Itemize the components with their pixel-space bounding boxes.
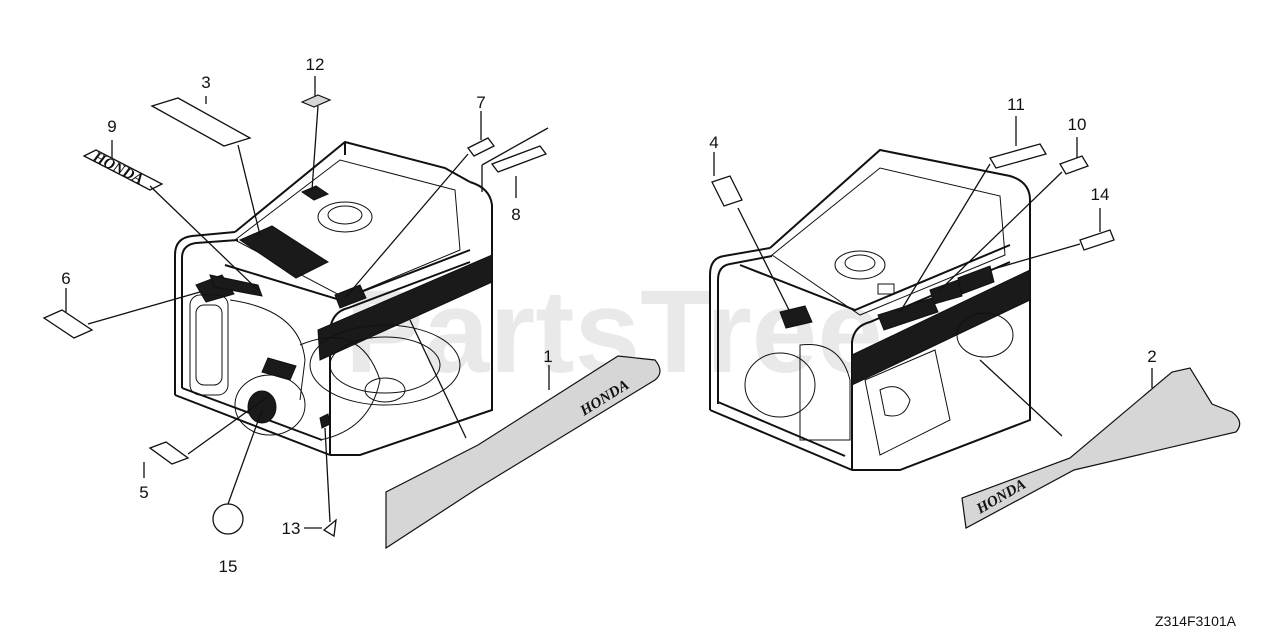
callout-12: 12 xyxy=(306,55,325,74)
callout-15: 15 xyxy=(219,557,238,576)
callout-14: 14 xyxy=(1091,185,1110,204)
decal-12 xyxy=(300,94,332,108)
callout-2: 2 xyxy=(1147,347,1156,366)
decal-2: HONDA xyxy=(961,367,1241,529)
decal-9: HONDA xyxy=(82,149,164,191)
decal-14 xyxy=(1079,229,1115,251)
callout-11: 11 xyxy=(1007,95,1025,114)
decal-6 xyxy=(42,309,94,339)
decal-3 xyxy=(150,97,252,147)
callout-6: 6 xyxy=(61,269,70,288)
decal-4 xyxy=(711,175,743,207)
svg-text:HONDA: HONDA xyxy=(89,149,145,188)
callout-13: 13 xyxy=(282,519,301,538)
decal-5 xyxy=(148,441,190,465)
callout-1: 1 xyxy=(543,347,552,366)
leader-lines xyxy=(65,76,1153,529)
callout-4: 4 xyxy=(709,133,718,152)
diagram-code: Z314F3101A xyxy=(1155,613,1237,629)
generator-left xyxy=(174,140,493,456)
callout-numbers: 1 2 3 4 5 6 7 8 9 10 11 12 13 14 15 xyxy=(61,55,1156,576)
callout-8: 8 xyxy=(511,205,520,224)
callout-10: 10 xyxy=(1068,115,1087,134)
callout-3: 3 xyxy=(201,73,210,92)
decal-8 xyxy=(481,127,549,192)
decal-13 xyxy=(322,518,337,538)
decal-11 xyxy=(989,143,1047,169)
generator-right xyxy=(709,148,1031,471)
decal-10 xyxy=(1059,155,1089,175)
decal-15 xyxy=(212,503,244,535)
decal-7 xyxy=(467,137,495,157)
callout-9: 9 xyxy=(107,117,116,136)
callout-7: 7 xyxy=(476,93,485,112)
callout-5: 5 xyxy=(139,483,148,502)
